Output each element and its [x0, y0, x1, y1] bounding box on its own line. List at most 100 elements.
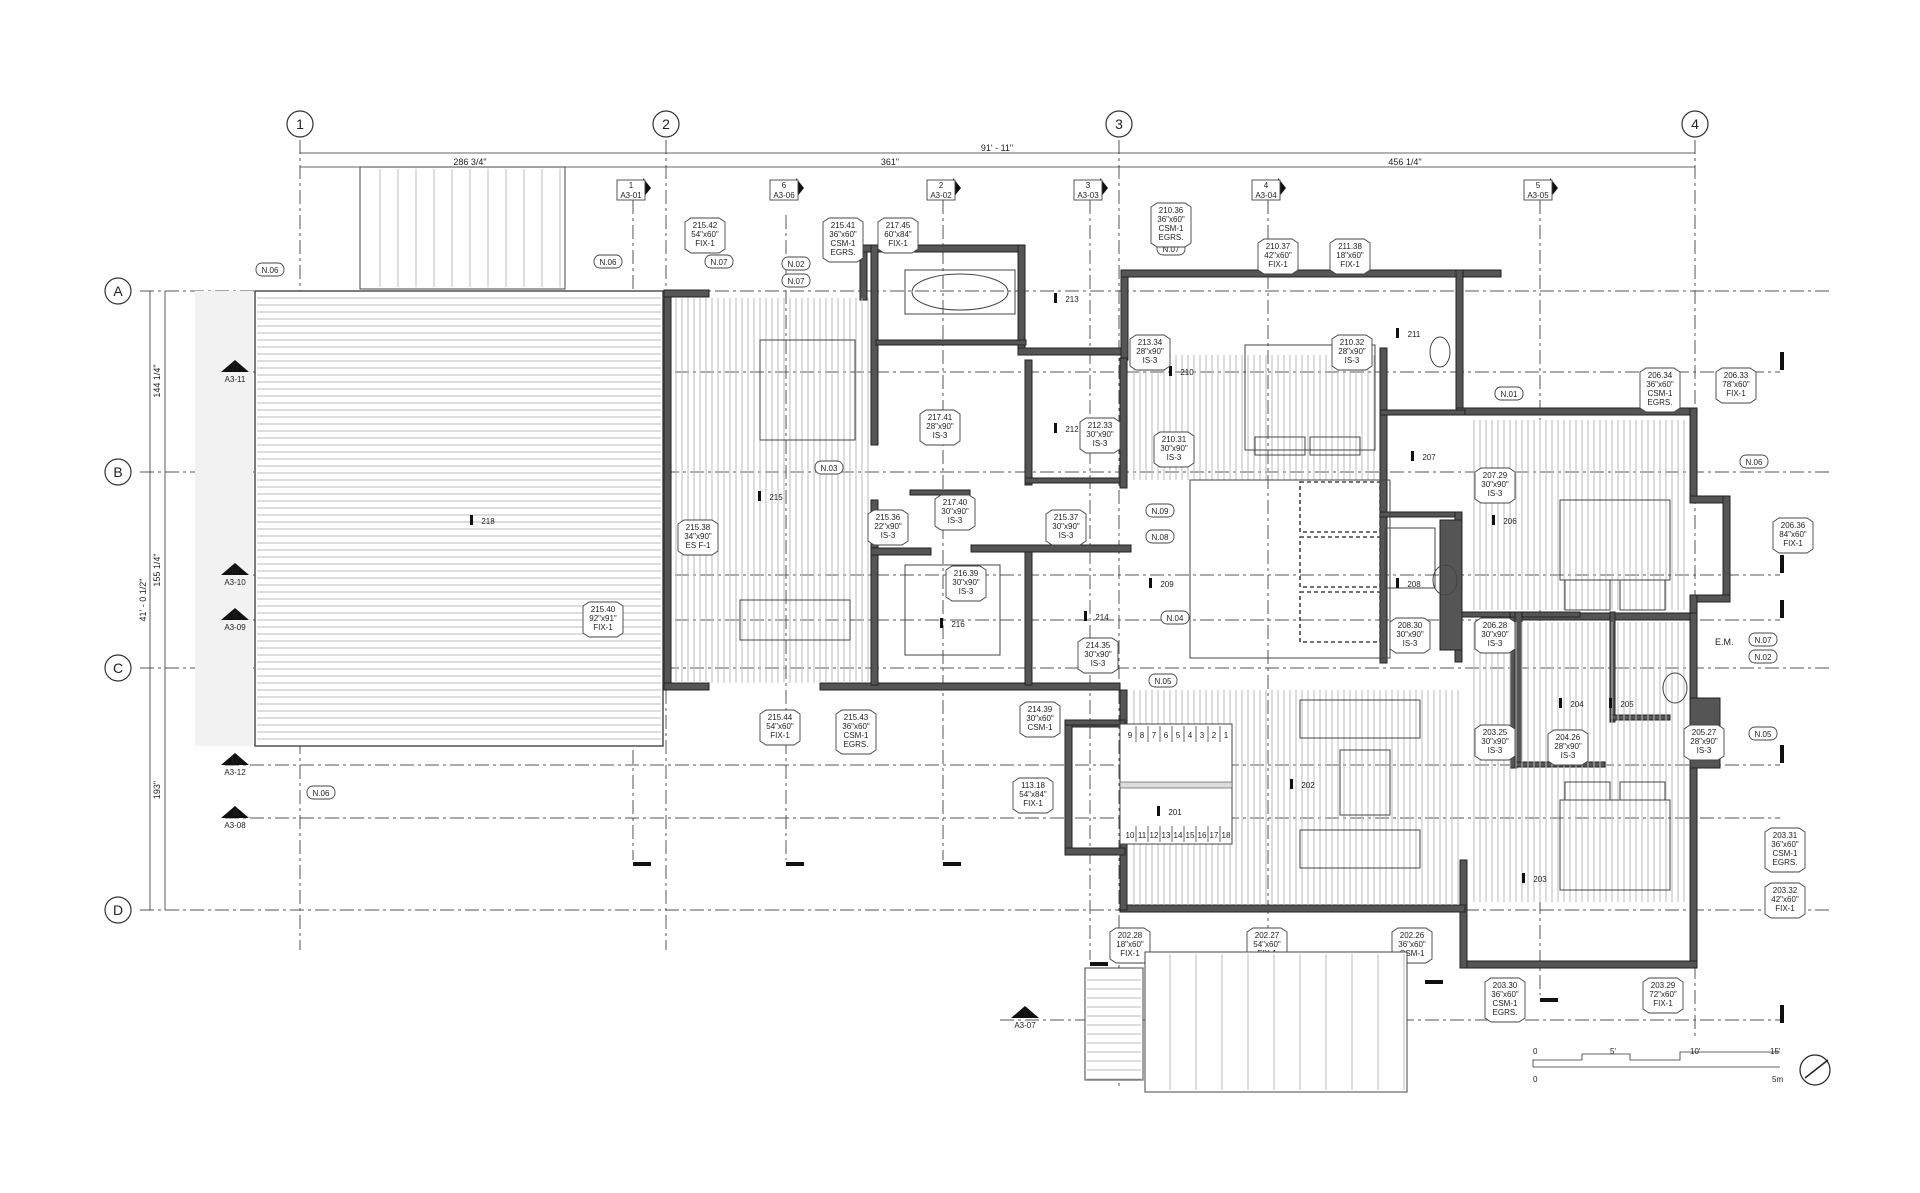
section-marker-A3-03: 3A3-03	[1073, 178, 1108, 201]
svg-text:D: D	[113, 902, 123, 918]
window-size: 54"x60"	[691, 230, 719, 239]
svg-text:4: 4	[1691, 116, 1699, 132]
window-size: 36"x60"	[1646, 380, 1674, 389]
window-id: 217.40	[943, 498, 968, 507]
window-type: CSM-1	[1159, 224, 1184, 233]
window-id: 210.36	[1159, 206, 1184, 215]
room-number: 218	[481, 517, 495, 526]
stair-upper-number: 6	[1164, 731, 1169, 740]
window-size: 30"x90"	[1481, 737, 1509, 746]
window-id: 204.26	[1556, 733, 1581, 742]
window-type: IS-3	[948, 516, 963, 525]
window-id: 203.31	[1773, 831, 1798, 840]
window-size: 30"x90"	[1481, 480, 1509, 489]
window-size: 30"x90"	[1086, 430, 1114, 439]
stair-upper-number: 7	[1152, 731, 1157, 740]
dim-left-cd: 193"	[152, 781, 162, 799]
note-tag: N.06	[593, 254, 623, 269]
room-number: 211	[1408, 330, 1421, 339]
room-tag-214: 214	[1084, 611, 1109, 622]
window-id: 215.43	[844, 713, 869, 722]
section-sheet: A3-01	[620, 191, 642, 200]
window-type: CSM-1	[1493, 999, 1518, 1008]
window-note: EGRS.	[1159, 233, 1184, 242]
note-tag: N.09	[1145, 503, 1175, 518]
window-id: 211.38	[1338, 242, 1362, 251]
window-size: 28"x90"	[926, 422, 954, 431]
window-type: FIX-1	[770, 731, 790, 740]
window-id: 210.31	[1162, 435, 1187, 444]
window-type: FIX-1	[1775, 904, 1795, 913]
window-size: 28"x90"	[1554, 742, 1582, 751]
grid-bubble-4: 4	[1681, 110, 1709, 138]
note-tag: N.02	[1748, 649, 1778, 664]
section-number: 4	[1264, 181, 1269, 190]
window-type: FIX-1	[1653, 999, 1673, 1008]
room-number: 204	[1570, 700, 1584, 709]
note-tag: N.06	[306, 785, 336, 800]
note-label: N.07	[1163, 245, 1180, 254]
stair-upper-number: 9	[1128, 731, 1133, 740]
window-size: 30"x90"	[1084, 650, 1112, 659]
entry-porch	[1084, 951, 1408, 1093]
room-number: 216	[951, 620, 965, 629]
section-number: 9	[233, 611, 238, 620]
section-number: 7	[1023, 1009, 1028, 1018]
section-sheet: A3-08	[224, 821, 246, 830]
window-type: IS-3	[933, 431, 948, 440]
note-label: N.03	[821, 464, 838, 473]
stair-lower-number: 10	[1126, 831, 1135, 840]
section-marker-A3-09: 9A3-09	[221, 608, 249, 632]
section-sheet: A3-09	[224, 623, 246, 632]
note-label: N.04	[1167, 614, 1184, 623]
stair-upper-number: 1	[1224, 731, 1229, 740]
window-size: 54"x60"	[766, 722, 794, 731]
window-type: IS-3	[1093, 439, 1108, 448]
room-tag-204: 204	[1559, 698, 1584, 709]
stair-upper-number: 2	[1212, 731, 1217, 740]
window-size: 60"x84"	[884, 230, 912, 239]
room-tag-216: 216	[940, 618, 965, 629]
note-label: N.06	[600, 258, 617, 267]
window-type: FIX-1	[1023, 799, 1043, 808]
room-tag-201: 201	[1157, 806, 1182, 817]
window-size: 34"x90"	[684, 532, 712, 541]
room-number: 205	[1620, 700, 1634, 709]
window-id: 215.42	[693, 221, 718, 230]
window-size: 28"x90"	[1690, 737, 1718, 746]
note-tag: N.03	[814, 460, 844, 475]
note-label: N.09	[1152, 507, 1169, 516]
window-size: 22"x90"	[874, 522, 902, 531]
window-id: 215.41	[831, 221, 856, 230]
window-id: 210.32	[1340, 338, 1365, 347]
window-size: 30"x90"	[941, 507, 969, 516]
room-number: 212	[1065, 425, 1079, 434]
window-id: 213.34	[1138, 338, 1163, 347]
stair-lower-number: 17	[1210, 831, 1219, 840]
window-id: 203.30	[1493, 981, 1518, 990]
dim-top-mid: 361"	[881, 157, 899, 167]
window-size: 84"x60"	[1779, 530, 1807, 539]
room-tag-203: 203	[1522, 873, 1547, 884]
note-label: N.06	[262, 266, 279, 275]
note-label: N.07	[1755, 636, 1772, 645]
grid-bubble-2: 2	[652, 110, 680, 138]
svg-text:3: 3	[1115, 116, 1123, 132]
room-tag-210: 210	[1169, 366, 1194, 377]
window-id: 202.28	[1118, 931, 1143, 940]
